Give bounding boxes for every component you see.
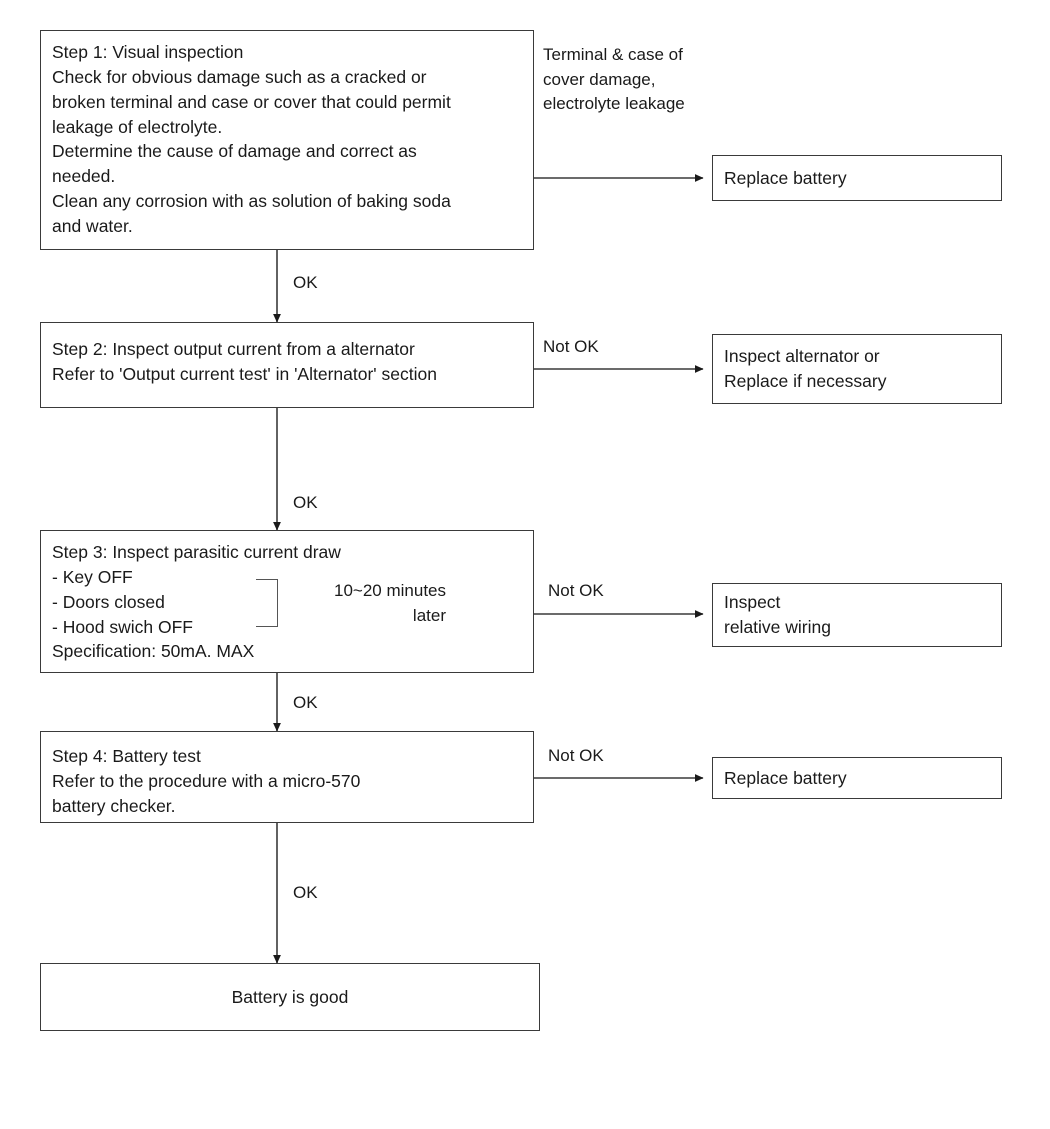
branch-label-ok-3: OK (293, 693, 318, 712)
outcome-4-box[interactable]: Replace battery (712, 757, 1002, 799)
branch-label-step4-fail: Not OK (548, 746, 604, 765)
step-3-timing-note: 10~20 minutes later (334, 581, 446, 625)
branch-label-ok-4: OK (293, 883, 318, 902)
step-1-box[interactable]: Step 1: Visual inspection Check for obvi… (40, 30, 534, 250)
outcome-2-box[interactable]: Inspect alternator or Replace if necessa… (712, 334, 1002, 404)
final-result-box[interactable]: Battery is good (40, 963, 540, 1031)
outcome-3-box[interactable]: Inspect relative wiring (712, 583, 1002, 647)
step-2-box[interactable]: Step 2: Inspect output current from a al… (40, 322, 534, 408)
branch-label-ok-2: OK (293, 493, 318, 512)
step-3-text: Step 3: Inspect parasitic current draw -… (52, 542, 341, 662)
step-4-box[interactable]: Step 4: Battery test Refer to the proced… (40, 731, 534, 823)
branch-label-ok-1: OK (293, 273, 318, 292)
outcome-1-box[interactable]: Replace battery (712, 155, 1002, 201)
branch-label-step3-fail: Not OK (548, 581, 604, 600)
branch-label-step2-fail: Not OK (543, 337, 599, 356)
branch-label-step1-fail: Terminal & case of cover damage, electro… (543, 45, 685, 114)
step-3-box[interactable]: Step 3: Inspect parasitic current draw -… (40, 530, 534, 673)
step-3-grouping-bracket (256, 579, 278, 627)
